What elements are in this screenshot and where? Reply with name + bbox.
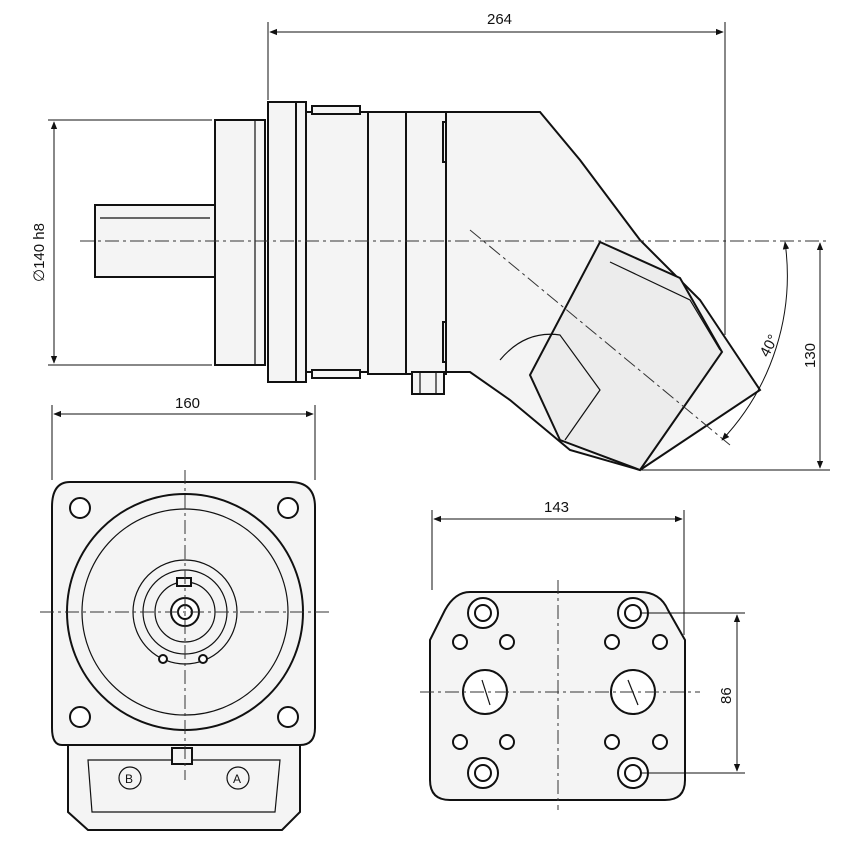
port-a-label: A <box>233 772 241 786</box>
dimension-angle: 40° <box>721 241 790 441</box>
dim-overall-length: 264 <box>487 11 512 28</box>
side-view <box>80 101 830 472</box>
dim-flange-width: 160 <box>175 395 200 412</box>
port-plate-view <box>420 580 700 810</box>
dim-shaft-diameter: ∅140 h8 <box>31 223 48 282</box>
dim-port-plate-height: 86 <box>718 687 735 704</box>
dim-height-offset: 130 <box>802 343 819 368</box>
dim-port-plate-width: 143 <box>544 499 569 516</box>
front-view: B A <box>40 470 330 831</box>
dimension-130: 130 <box>640 242 830 471</box>
dimension-shaft-diameter: ∅140 h8 <box>31 119 212 366</box>
dimension-143: 143 <box>431 499 685 635</box>
dimension-264: 264 <box>267 11 726 335</box>
dimension-86: 86 <box>640 612 745 774</box>
dim-angle: 40° <box>757 332 783 360</box>
port-b-label: B <box>125 772 133 786</box>
dimension-160: 160 <box>51 395 316 480</box>
